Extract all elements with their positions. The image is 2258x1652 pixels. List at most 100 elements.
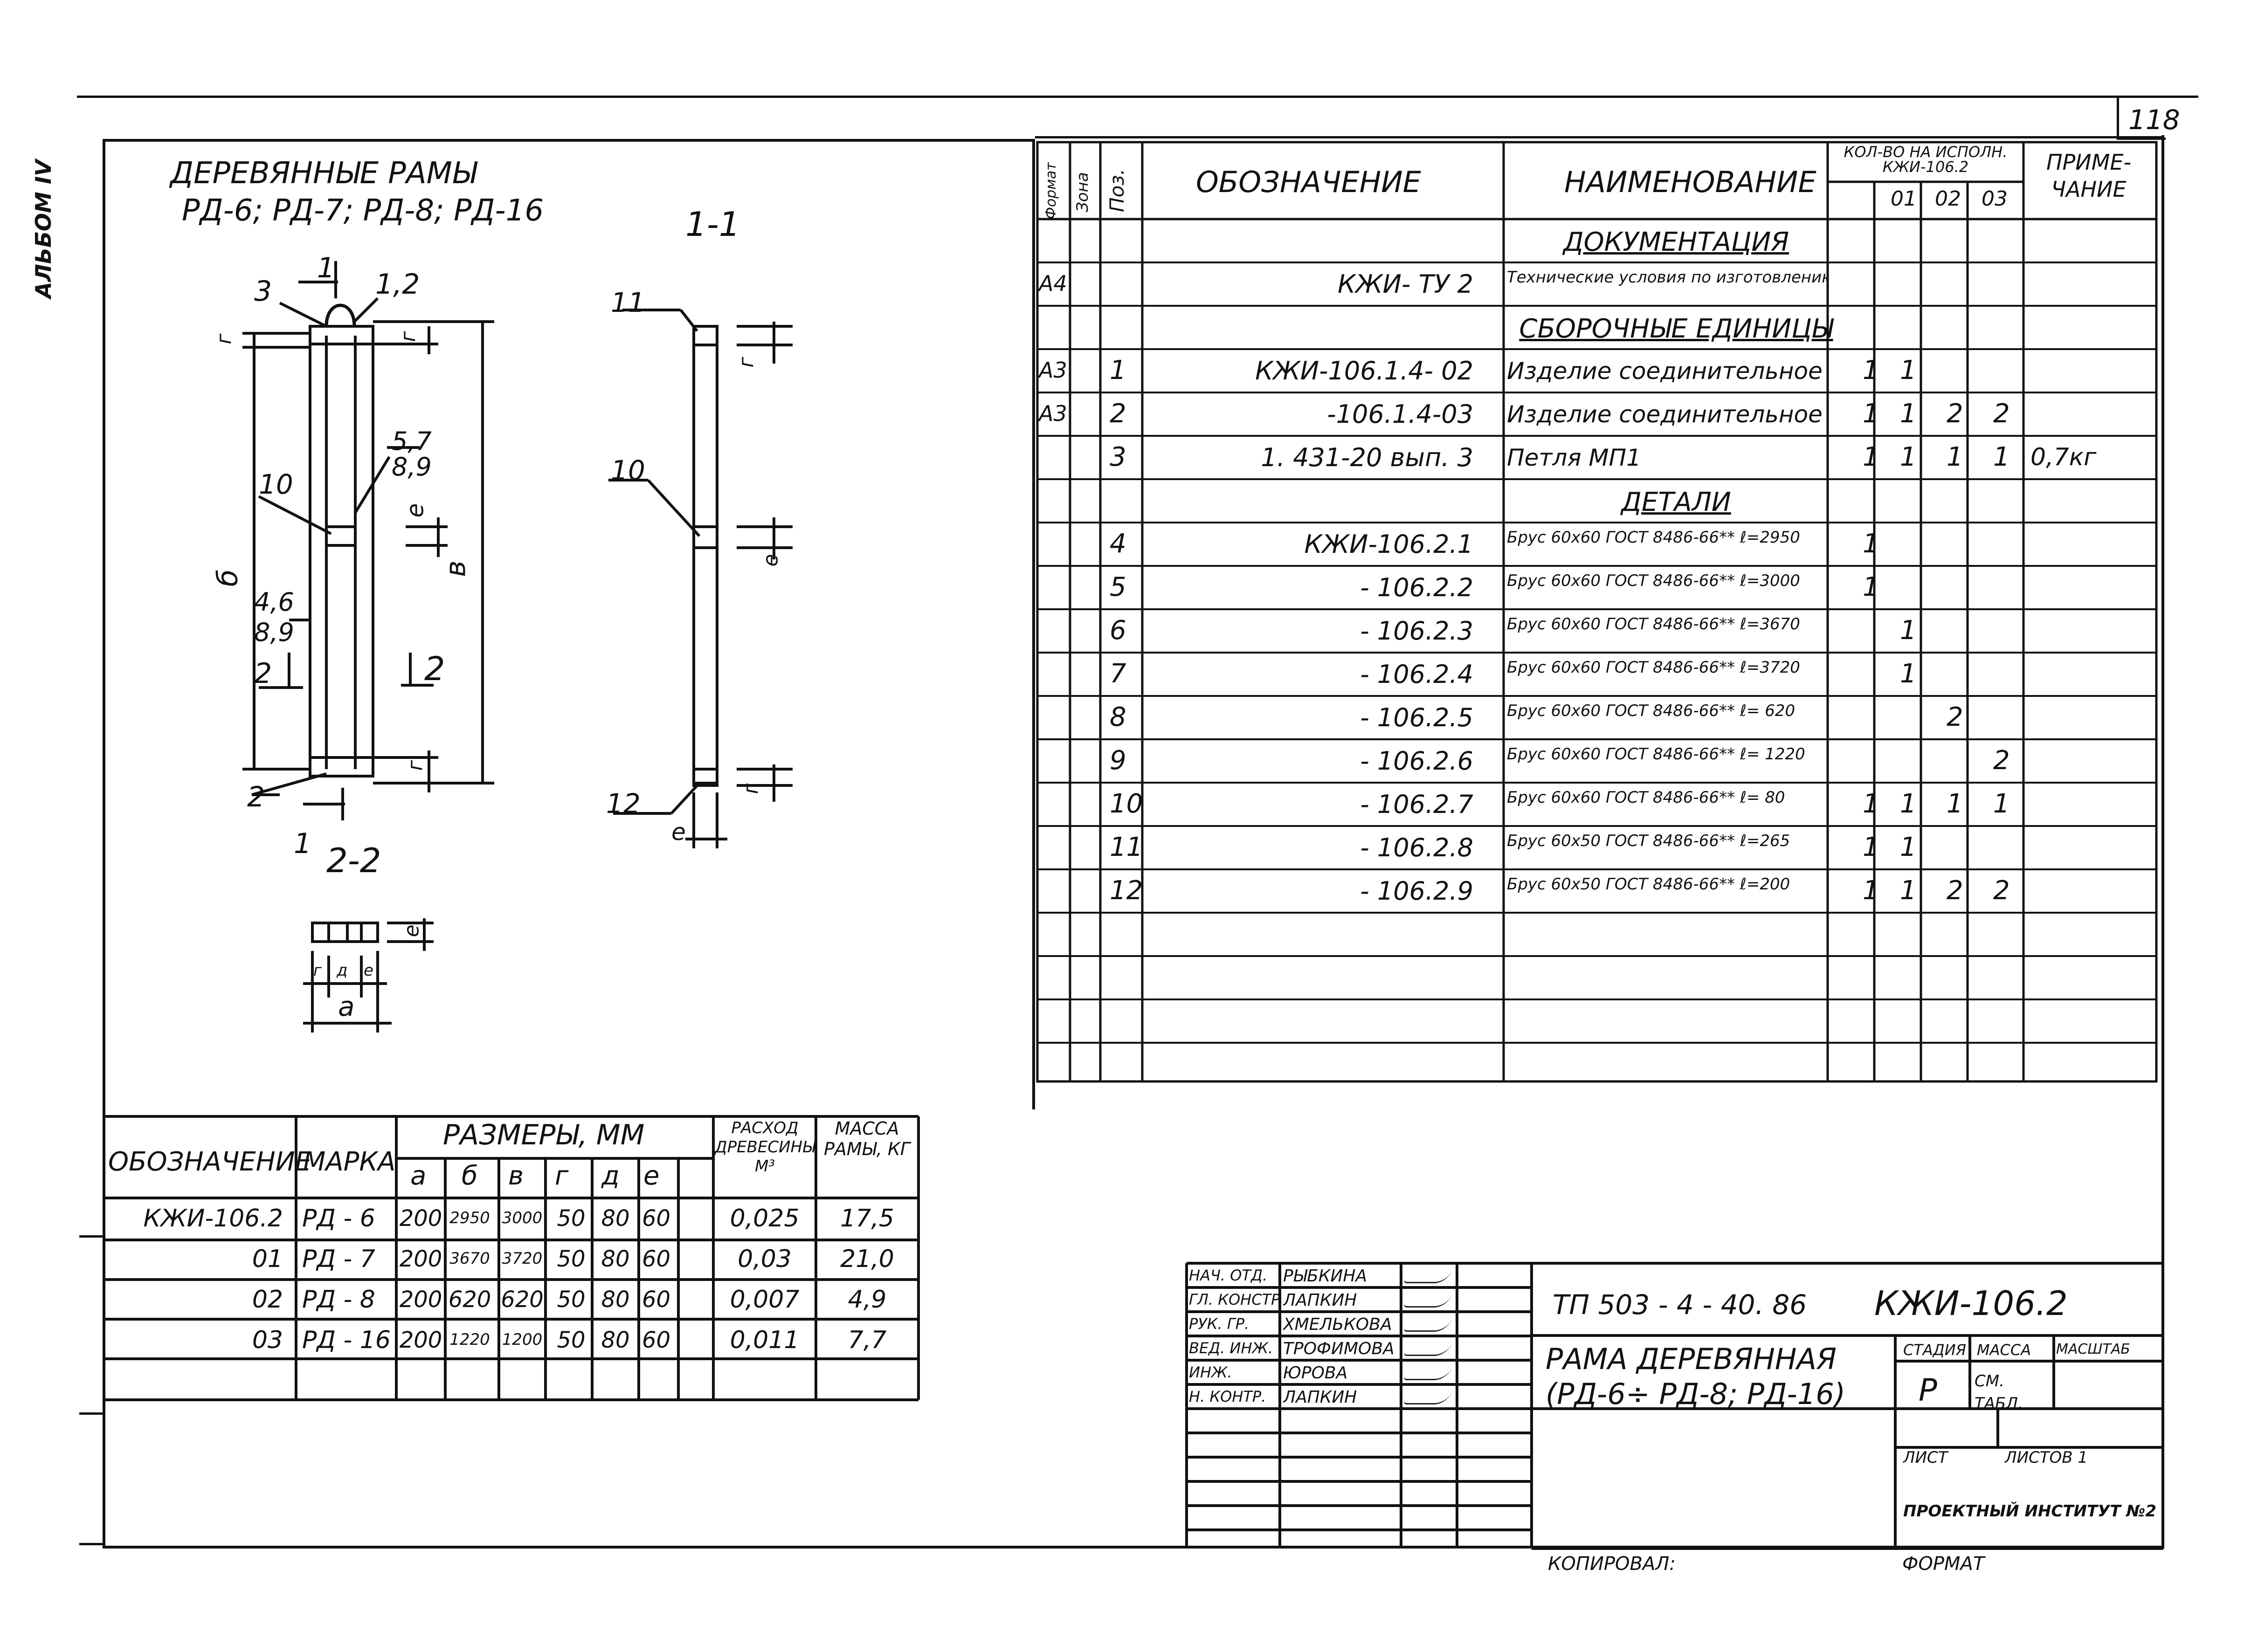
size-wood: 0,03 [738, 1245, 792, 1273]
spec-format: А3 [1039, 401, 1067, 426]
sizes-col-a: а [410, 1161, 427, 1191]
callout-2-left: 2 [254, 657, 272, 690]
title-scale-label: Масштаб [2056, 1341, 2130, 1357]
spec-format: А4 [1039, 271, 1067, 296]
spec-note: 0,7кг [2030, 443, 2097, 471]
drawing-title-line2: РД-6; РД-7; РД-8; РД-16 [182, 193, 544, 228]
spec-qty: 1 [1900, 399, 1917, 429]
section22-dim-g1: г [313, 961, 322, 980]
title-sheet-label: Лист [1903, 1448, 1948, 1467]
signer-role: Н. контр. [1189, 1389, 1266, 1404]
spec-pos: 8 [1110, 702, 1126, 732]
dim-g-top-left: г [212, 333, 236, 344]
spec-pos: 1 [1110, 355, 1126, 385]
spec-designation: -106.1.4-03 [1327, 399, 1473, 429]
spec-name: Брус 60х60 ГОСТ 8486-66** ℓ=2950 [1507, 529, 1800, 547]
signer-name: Лапкин [1283, 1292, 1357, 1309]
size-value: 50 [557, 1327, 586, 1353]
section-dim-g-bottom: г [739, 783, 763, 794]
callout-3: 3 [254, 275, 272, 308]
section-callout-10: 10 [611, 454, 645, 486]
section-dim-e-mid: е [759, 554, 783, 567]
spec-name: Изделие соединительное Н-22 [1507, 358, 1829, 384]
spec-pos: 7 [1110, 659, 1126, 689]
size-value: 80 [601, 1246, 630, 1272]
spec-qty-col-01: 01 [1891, 187, 1917, 211]
title-name-line1: Рама деревянная [1546, 1342, 1837, 1376]
size-value: 200 [399, 1246, 442, 1272]
spec-qty: 1 [1947, 789, 1963, 819]
spec-header-name: Наименование [1564, 165, 1816, 199]
spec-header-format: Формат [1043, 162, 1059, 219]
size-mass: 21,0 [840, 1245, 894, 1273]
title-doc-code: КЖИ-106.2 [1874, 1284, 2068, 1323]
spec-qty-col-03: 03 [1982, 187, 2008, 211]
dim-e-mid: е [401, 503, 429, 518]
spec-qty: 1 [1863, 572, 1879, 602]
section-label-2-2: 2-2 [326, 841, 381, 880]
spec-pos: 2 [1110, 399, 1126, 429]
section-2-2-profile [311, 922, 379, 943]
spec-qty: 1 [1947, 442, 1963, 472]
section-dim-e-bottom: е [671, 819, 686, 846]
dim-v: в [439, 560, 472, 577]
spec-header-zone: Зона [1073, 172, 1092, 212]
size-value: 50 [557, 1287, 586, 1313]
section-dim-g-top: г [734, 357, 759, 368]
signer-name: Лапкин [1283, 1389, 1357, 1406]
spec-designation: - 106.2.2 [1360, 573, 1473, 602]
top-border-line [77, 96, 2198, 98]
size-wood: 0,011 [730, 1326, 800, 1354]
size-mark: РД - 7 [302, 1245, 375, 1273]
spec-qty: 1 [1863, 875, 1879, 906]
spec-name: Брус 60х60 ГОСТ 8486-66** ℓ= 1220 [1507, 746, 1805, 764]
spec-name: Изделие соединительное Н-23 [1507, 402, 1829, 427]
section22-dim-e2: е [364, 961, 373, 980]
title-stage-value: Р [1919, 1372, 1937, 1408]
spec-name: Брус 60х60 ГОСТ 8486-66** ℓ= 80 [1507, 789, 1785, 807]
spec-qty: 1 [1900, 442, 1917, 472]
page-number: 118 [2128, 104, 2180, 136]
spec-qty: 1 [1993, 789, 2010, 819]
callout-1-bottom: 1 [294, 827, 312, 860]
signer-name: Юрова [1283, 1365, 1348, 1382]
spec-pos: 3 [1110, 442, 1126, 472]
spec-pos: 6 [1110, 615, 1126, 646]
size-value: 3000 [502, 1209, 543, 1227]
spec-designation: КЖИ- ТУ 2 [1338, 269, 1473, 299]
spec-qty: 1 [1900, 355, 1917, 385]
section22-dim-a: а [338, 991, 355, 1022]
spec-designation: - 106.2.6 [1360, 746, 1473, 776]
size-value: 620 [501, 1287, 544, 1313]
inner-top-line-right [1035, 136, 2163, 138]
sizes-header-mark: Марка [303, 1147, 396, 1177]
size-value: 60 [642, 1205, 671, 1232]
drawing-title-line1: ДЕРЕВЯННЫЕ РАМЫ [170, 156, 477, 191]
page-number-box [2117, 96, 2166, 140]
spec-qty: 2 [1947, 702, 1963, 732]
section22-dim-e: е [400, 924, 424, 937]
spec-designation: - 106.2.4 [1360, 660, 1473, 689]
sizes-col-g: г [555, 1161, 569, 1191]
dim-g-top-right: г [396, 331, 421, 342]
dim-b: б [211, 569, 244, 587]
sizes-col-d: д [601, 1161, 620, 1191]
title-institute: ПРОЕКТНЫЙ ИНСТИТУТ №2 [1903, 1502, 2156, 1521]
size-designation: 01 [252, 1245, 283, 1273]
spec-qty: 1 [1863, 529, 1879, 559]
size-value: 50 [557, 1205, 586, 1232]
title-stage-label: Стадия [1903, 1341, 1966, 1359]
sizes-header-mass: Масса рамы, кг [823, 1118, 911, 1159]
spec-qty-col-02: 02 [1935, 187, 1961, 211]
callout-4-6: 4,6 [254, 587, 294, 617]
spec-pos: 9 [1110, 745, 1126, 776]
spec-header-designation: Обозначение [1196, 165, 1421, 199]
spec-qty: 1 [1900, 659, 1917, 689]
size-value: 1200 [502, 1330, 543, 1349]
size-mass: 4,9 [848, 1286, 887, 1314]
signer-role: Рук. гр. [1189, 1316, 1250, 1331]
spec-designation: - 106.2.3 [1360, 616, 1473, 646]
spec-name: Брус 60х50 ГОСТ 8486-66** ℓ=200 [1507, 876, 1790, 894]
frame-outer [309, 325, 374, 778]
signer-name: Хмелькова [1283, 1316, 1392, 1333]
